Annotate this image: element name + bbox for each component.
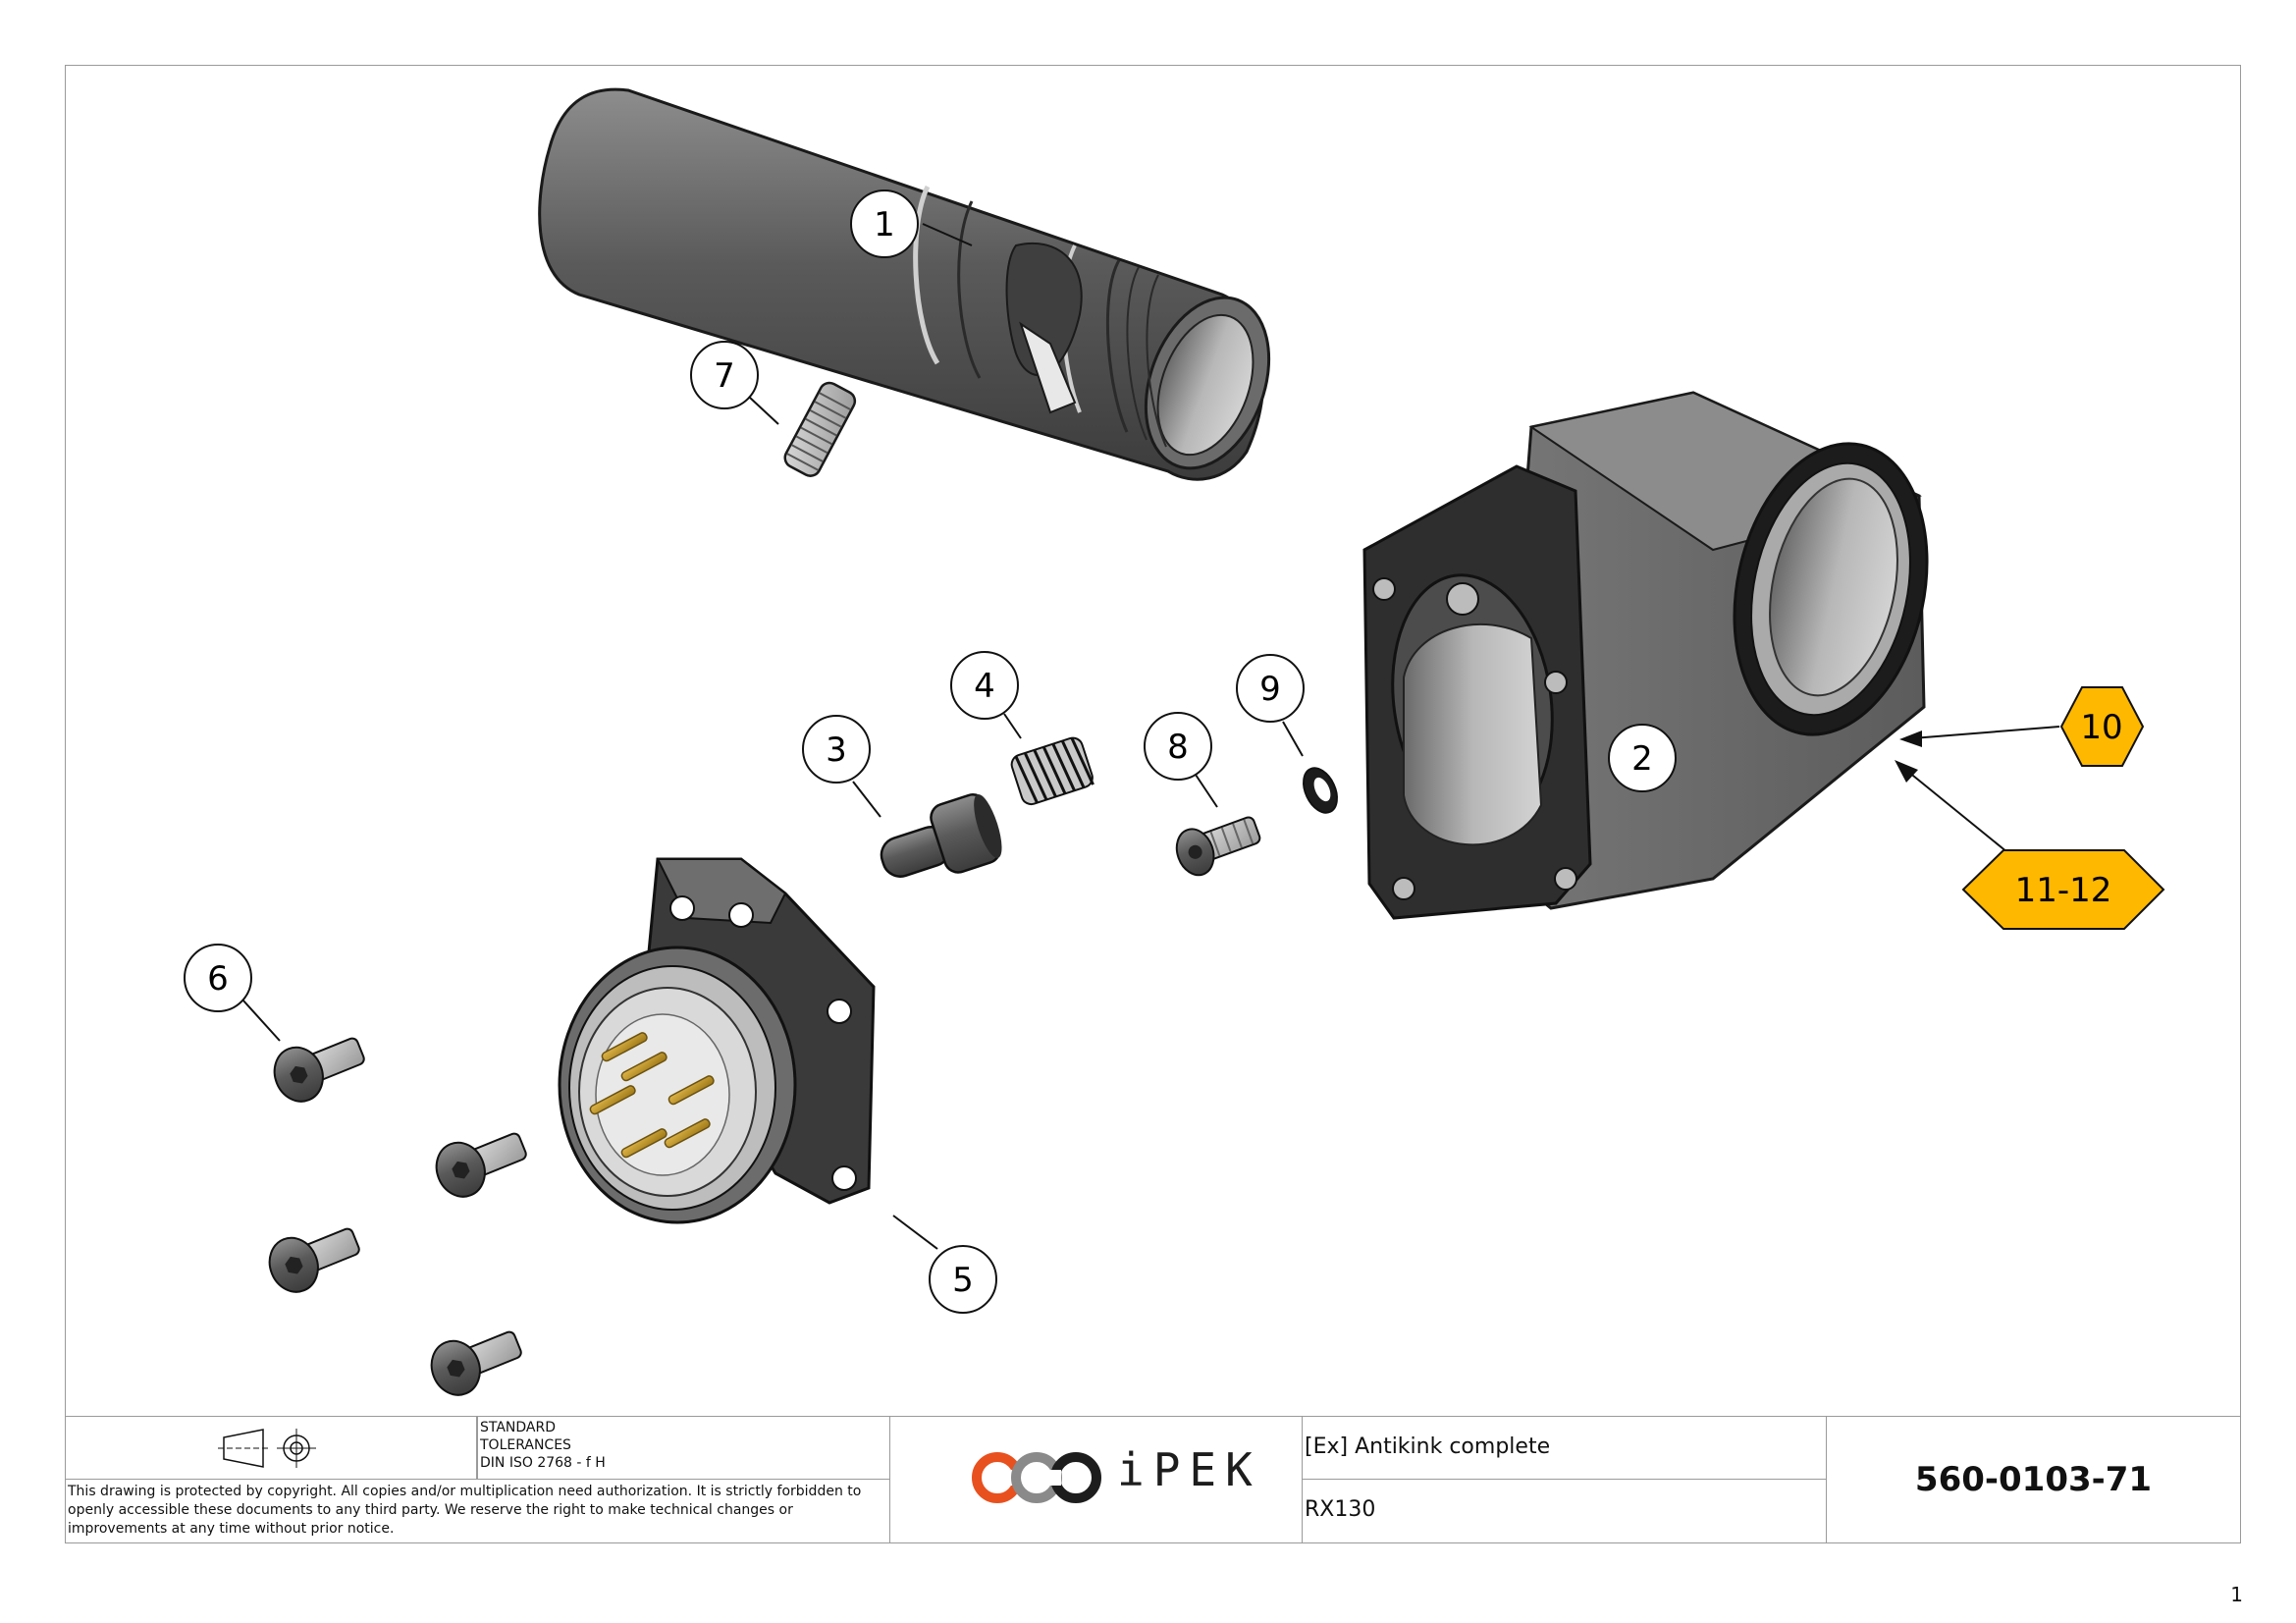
standard-line-2: TOLERANCES — [480, 1437, 571, 1453]
drawing-frame — [65, 65, 2241, 1543]
title-block-copyright-cell: This drawing is protected by copyright. … — [65, 1479, 891, 1543]
ipek-logo-mark — [972, 1452, 1101, 1503]
balloon-8-label: 8 — [1167, 728, 1189, 767]
projection-symbol — [218, 1429, 316, 1468]
balloon-2-label: 2 — [1631, 739, 1653, 779]
balloon-4: 4 — [950, 651, 1019, 720]
leader-6 — [241, 999, 281, 1042]
callout-10-label: 10 — [2080, 708, 2122, 747]
leader-1 — [922, 223, 973, 246]
cap-screw — [268, 1227, 360, 1293]
copyright-line-2: openly accessible these documents to any… — [68, 1502, 793, 1518]
leader-lines — [241, 223, 2060, 1250]
balloon-9: 9 — [1236, 654, 1305, 723]
leader-5 — [892, 1215, 938, 1250]
standard-line-1: STANDARD — [480, 1420, 557, 1435]
cap-screw — [273, 1037, 365, 1103]
arrowhead-10 — [1899, 730, 1922, 747]
drawing-title: [Ex] Antikink complete — [1305, 1434, 1551, 1459]
balloon-3-label: 3 — [826, 730, 847, 770]
callout-hex-11-12: 11-12 — [1961, 849, 2165, 930]
balloon-7-label: 7 — [714, 356, 735, 396]
part-set-screw — [783, 381, 857, 477]
callout-11-12-label: 11-12 — [2015, 871, 2112, 910]
balloon-5-label: 5 — [952, 1261, 974, 1300]
title-block-subtitle-cell: RX130 — [1302, 1479, 1828, 1543]
cap-screw — [435, 1132, 527, 1198]
arrowhead-11-12 — [1895, 760, 1918, 783]
balloon-1-label: 1 — [874, 205, 895, 244]
title-block-standard-cell: STANDARD TOLERANCES DIN ISO 2768 - f H — [477, 1416, 891, 1481]
balloon-4-label: 4 — [974, 667, 995, 706]
balloon-6-label: 6 — [207, 959, 229, 999]
part-housing — [1362, 391, 1929, 920]
balloon-9-label: 9 — [1259, 670, 1281, 709]
drawing-number: 560-0103-71 — [1914, 1460, 2153, 1499]
part-spring — [1010, 736, 1095, 806]
leader-3 — [852, 781, 881, 818]
cap-screw — [430, 1330, 522, 1396]
leader-7 — [749, 397, 779, 425]
page-number: 1 — [2230, 1583, 2243, 1606]
callout-hex-10: 10 — [2059, 686, 2145, 767]
copyright-line-1: This drawing is protected by copyright. … — [68, 1484, 862, 1499]
balloon-6: 6 — [184, 944, 252, 1012]
title-block-title-cell: [Ex] Antikink complete — [1302, 1416, 1828, 1481]
part-washer — [1303, 767, 1338, 814]
part-connector — [558, 857, 876, 1224]
title-block-projection-cell — [65, 1416, 477, 1481]
leader-8 — [1195, 774, 1218, 808]
leader-9 — [1282, 721, 1304, 757]
title-block-number-cell: 560-0103-71 — [1826, 1416, 2241, 1543]
leader-4 — [1003, 713, 1022, 739]
part-body-tube — [538, 87, 1271, 481]
part-flange-screw — [1175, 816, 1261, 877]
standard-line-3: DIN ISO 2768 - f H — [480, 1455, 606, 1471]
balloon-1: 1 — [850, 189, 919, 258]
balloon-5: 5 — [929, 1245, 997, 1314]
balloon-8: 8 — [1144, 712, 1212, 781]
part-pin — [880, 793, 1002, 878]
copyright-line-3: improvements at any time without prior n… — [68, 1521, 395, 1537]
part-cap-screws — [268, 1037, 527, 1396]
ipek-logo-text: iPEK — [1117, 1443, 1261, 1496]
leader-10 — [1911, 726, 2060, 739]
drawing-subtitle: RX130 — [1305, 1497, 1376, 1522]
balloon-3: 3 — [802, 715, 871, 784]
balloon-7: 7 — [690, 341, 759, 409]
balloon-2: 2 — [1608, 724, 1677, 792]
leader-11-12 — [1896, 762, 2008, 853]
